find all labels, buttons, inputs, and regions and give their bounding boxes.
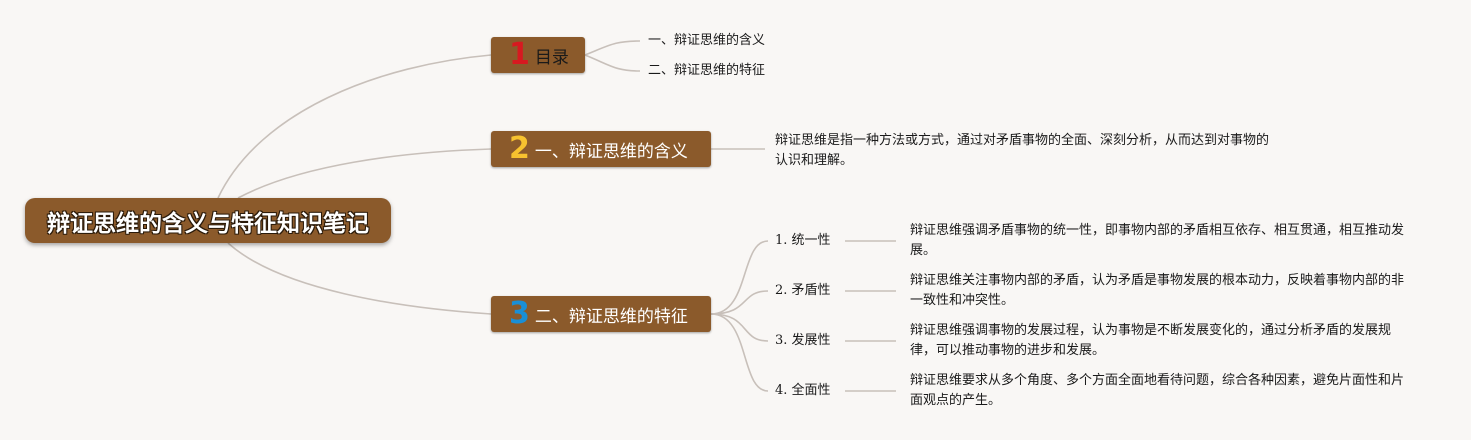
- feature-desc-4[interactable]: 辩证思维要求从多个角度、多个方面全面地看待问题，综合各种因素，避免片面性和片面观…: [910, 373, 1405, 408]
- branch-label-features: 二、辩证思维的特征: [534, 306, 688, 327]
- link-root-to-toc: [217, 54, 492, 199]
- root-node[interactable]: 辩证思维的含义与特征知识笔记: [25, 198, 391, 243]
- root-title: 辩证思维的含义与特征知识笔记: [47, 210, 369, 237]
- link-toc-child-1: [584, 40, 641, 56]
- link-feature-2: [710, 290, 769, 315]
- branch-number-1: 1: [509, 37, 530, 72]
- branch-number-2: 2: [509, 131, 530, 166]
- toc-item-2[interactable]: 二、辩证思维的特征: [648, 63, 766, 78]
- branch-toc[interactable]: 1 目录: [491, 37, 585, 73]
- feature-desc-1[interactable]: 辩证思维强调矛盾事物的统一性，即事物内部的矛盾相互依存、相互贯通，相互推动发展。: [910, 223, 1405, 258]
- feature-desc-2[interactable]: 辩证思维关注事物内部的矛盾，认为矛盾是事物发展的根本动力，反映着事物内部的非一致…: [910, 273, 1405, 308]
- branch-label-meaning: 一、辩证思维的含义: [534, 141, 688, 162]
- link-feature-1: [710, 240, 769, 315]
- link-root-to-features: [227, 242, 492, 315]
- feature-name-2[interactable]: 2. 矛盾性: [775, 283, 831, 298]
- branch-number-3: 3: [509, 296, 530, 331]
- link-root-to-meaning: [237, 148, 492, 199]
- branch-label-toc: 目录: [534, 47, 569, 68]
- toc-item-1[interactable]: 一、辩证思维的含义: [648, 33, 766, 48]
- feature-desc-3[interactable]: 辩证思维强调事物的发展过程，认为事物是不断发展变化的，通过分析矛盾的发展规律，可…: [910, 323, 1392, 358]
- link-feature-3: [710, 313, 769, 342]
- branch-meaning[interactable]: 2 一、辩证思维的含义: [491, 131, 711, 167]
- branch-features[interactable]: 3 二、辩证思维的特征: [491, 296, 711, 332]
- link-toc-child-2: [584, 54, 641, 72]
- feature-name-1[interactable]: 1. 统一性: [775, 233, 831, 248]
- meaning-description[interactable]: 辩证思维是指一种方法或方式，通过对矛盾事物的全面、深刻分析，从而达到对事物的认识…: [775, 133, 1270, 168]
- feature-name-3[interactable]: 3. 发展性: [775, 333, 831, 348]
- link-feature-4: [710, 313, 769, 392]
- feature-name-4[interactable]: 4. 全面性: [775, 383, 831, 398]
